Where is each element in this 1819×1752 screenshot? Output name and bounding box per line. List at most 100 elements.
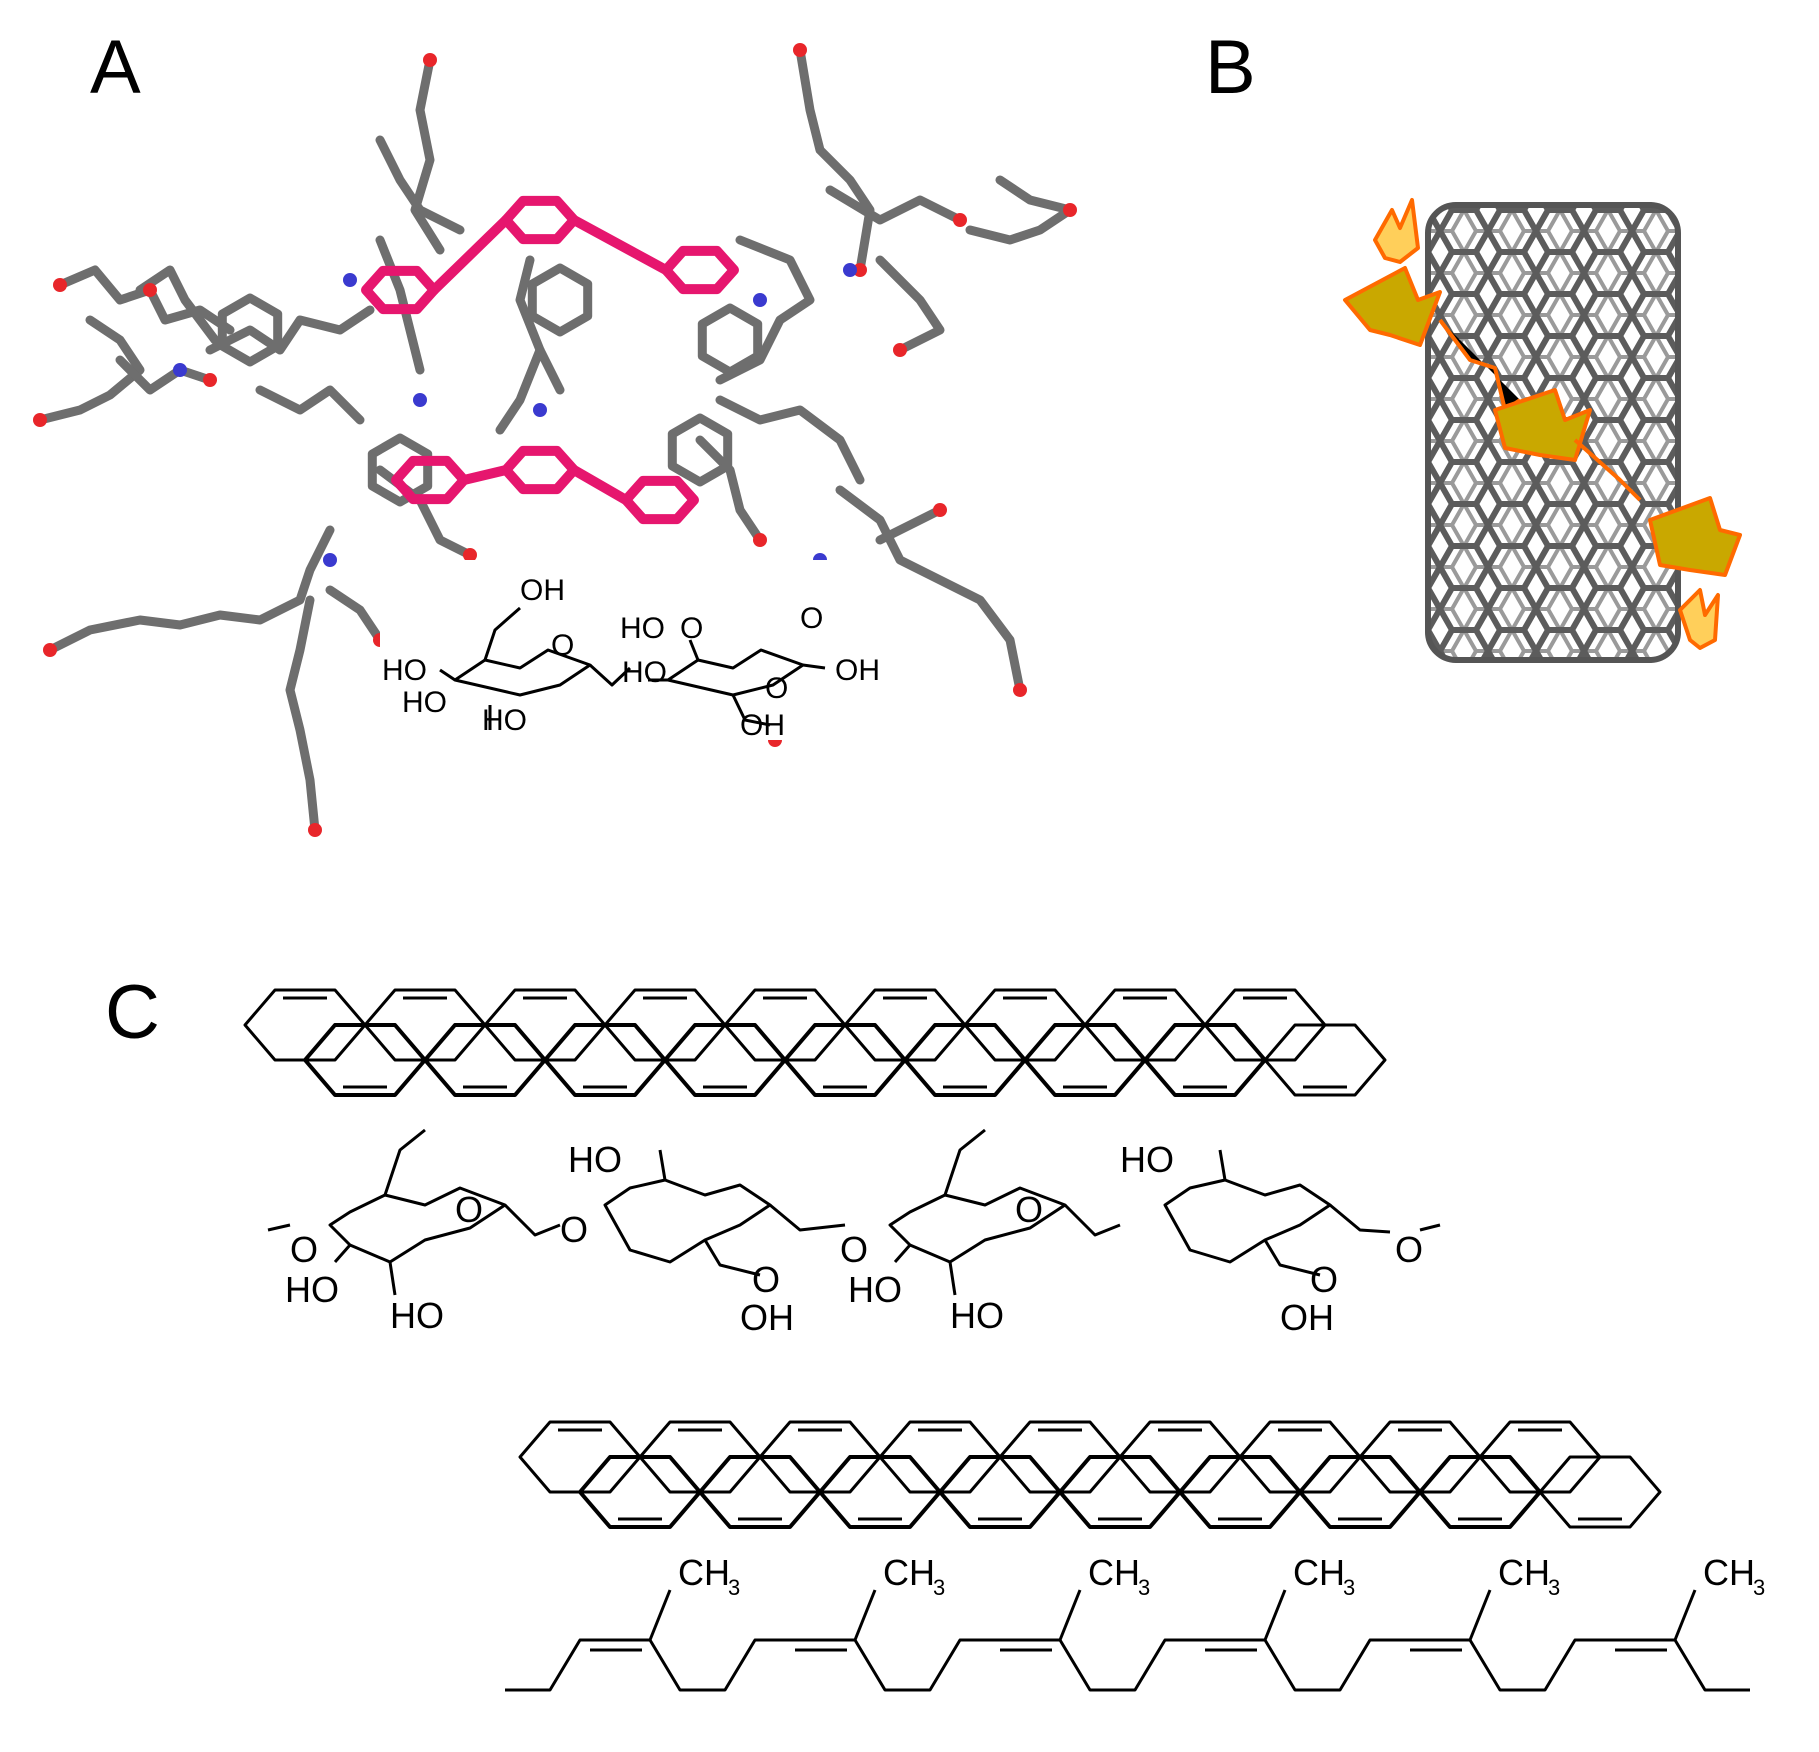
- nitrogen-atom-3: [753, 293, 767, 307]
- molecular-cage-sticks: [35, 45, 1075, 835]
- panel-label-b: B: [1205, 25, 1256, 110]
- oxygen-atom-5: [43, 643, 57, 657]
- a-label-11: OH: [740, 709, 785, 742]
- oxygen-atom-1: [423, 53, 437, 67]
- methyl-label-3: CH: [1088, 1552, 1140, 1593]
- c-label-13: HO: [1120, 1139, 1174, 1180]
- core-ring-1: [361, 265, 439, 315]
- a-label-1: OH: [520, 574, 565, 607]
- c-label-11: O: [1015, 1189, 1043, 1230]
- core-ring-6: [391, 455, 469, 505]
- cage-arm-7: [410, 55, 445, 255]
- panel-label-a: A: [90, 25, 141, 110]
- methyl-label-6: CH: [1703, 1552, 1755, 1593]
- graphene-hex-bottom: [1263, 1023, 1387, 1097]
- oxygen-atom-10: [1063, 203, 1077, 217]
- oxygen-atom-15: [853, 263, 867, 277]
- a-label-12: O: [800, 602, 823, 635]
- heteroatom-markers: [33, 43, 1077, 837]
- methyl-subscript-2: 3: [933, 1575, 945, 1600]
- a-label-4: HO: [482, 704, 527, 737]
- cage-arm-20: [325, 585, 385, 645]
- cage-ring-1: [217, 293, 283, 367]
- oxygen-atom-16: [143, 283, 157, 297]
- oxygen-atom-12: [933, 503, 947, 517]
- cage-arm-5: [205, 305, 375, 355]
- methyl-label-2: CH: [883, 1552, 935, 1593]
- a-label-7: HO: [620, 612, 665, 645]
- cage-arm-23: [515, 255, 565, 395]
- a-label-5: O: [551, 629, 574, 662]
- graphene-strip-bottom: [518, 1420, 1662, 1529]
- cage-arm-10: [825, 185, 965, 225]
- nitrogen-atom-6: [533, 403, 547, 417]
- c-label-8: OH: [740, 1297, 794, 1338]
- oxygen-atom-6: [308, 823, 322, 837]
- graphene-strip-top: [243, 988, 1387, 1097]
- cage-ring-2: [367, 433, 433, 507]
- c-label-15: OH: [1280, 1297, 1334, 1338]
- nitrogen-atom-2: [413, 393, 427, 407]
- oxygen-atom-2: [793, 43, 807, 57]
- oxygen-atom-8: [953, 213, 967, 227]
- methyl-bond: [1468, 1589, 1492, 1641]
- c-label-9: O: [840, 1229, 868, 1270]
- cage-ring-3: [667, 413, 733, 487]
- oxygen-atom-3: [1013, 683, 1027, 697]
- oxygen-atom-17: [753, 533, 767, 547]
- cage-arm-12: [875, 255, 945, 355]
- cage-arm-22: [495, 345, 545, 435]
- nitrogen-atom-7: [173, 363, 187, 377]
- c-label-14: O: [1310, 1259, 1338, 1300]
- c-label-6: HO: [568, 1139, 622, 1180]
- a-label-8: O: [680, 612, 703, 645]
- carbon-nanotube: [1425, 202, 1681, 663]
- panel-label-c: C: [105, 970, 160, 1055]
- c-label-16: O: [1395, 1229, 1423, 1270]
- nitrogen-atom-8: [843, 263, 857, 277]
- graphene-hex-bottom: [1538, 1455, 1662, 1529]
- cage-arm-15: [835, 485, 1025, 695]
- methyl-subscript-6: 3: [1753, 1575, 1765, 1600]
- cage-arm-16: [875, 505, 945, 545]
- c-label-12: HO: [950, 1295, 1004, 1336]
- methyl-bond: [1263, 1589, 1287, 1641]
- a-label-3: HO: [402, 686, 447, 719]
- cage-arm-6: [255, 385, 365, 425]
- cage-arm-19: [285, 595, 320, 835]
- methyl-bond: [853, 1589, 877, 1641]
- methyl-bond: [648, 1589, 672, 1641]
- cage-ring-4: [697, 303, 763, 377]
- c-label-3: HO: [285, 1269, 339, 1310]
- methyl-label-1: CH: [678, 1552, 730, 1593]
- c-label-4: O: [560, 1209, 588, 1250]
- methyl-subscript-4: 3: [1343, 1575, 1355, 1600]
- oxygen-atom-11: [893, 343, 907, 357]
- methyl-subscript-1: 3: [728, 1575, 740, 1600]
- cage-ring-5: [527, 263, 593, 337]
- oxygen-atom-7: [33, 413, 47, 427]
- polymer-ribbon: [1343, 198, 1742, 650]
- methyl-bond: [1058, 1589, 1082, 1641]
- c-label-5: HO: [390, 1295, 444, 1336]
- cage-arm-8: [375, 135, 465, 235]
- nitrogen-atom-1: [343, 273, 357, 287]
- a-label-2: HO: [382, 654, 427, 687]
- methyl-subscript-5: 3: [1548, 1575, 1560, 1600]
- nitrogen-atom-5: [323, 553, 337, 567]
- core-ring-3: [661, 245, 739, 295]
- cage-aromatic-core: [361, 195, 739, 525]
- c-label-2: O: [455, 1189, 483, 1230]
- cage-arm-4: [135, 265, 220, 345]
- cage-arm-9: [795, 45, 875, 275]
- methyl-subscript-3: 3: [1138, 1575, 1150, 1600]
- oxygen-atom-18: [203, 373, 217, 387]
- a-label-6: HO: [622, 656, 667, 689]
- core-ring-5: [621, 475, 699, 525]
- cellulose-chain: O O HO O HO HO O OH O HO O HO HO O OH O: [267, 1128, 1441, 1338]
- core-ring-2: [501, 195, 579, 245]
- methyl-label-4: CH: [1293, 1552, 1345, 1593]
- cage-arm-2: [35, 315, 145, 425]
